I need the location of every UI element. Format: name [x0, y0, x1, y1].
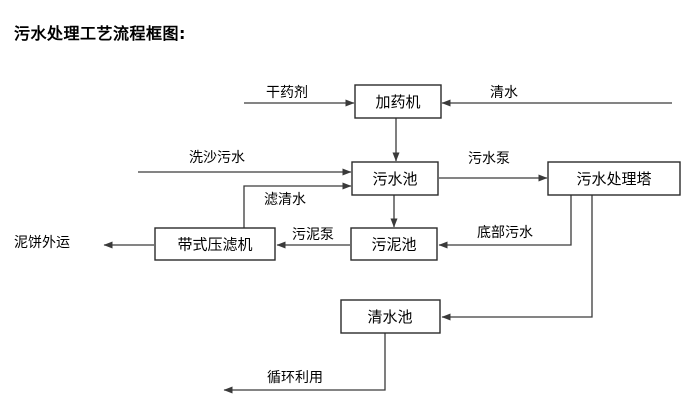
edge-bottom-sewage-to-sludge-pool	[438, 195, 572, 249]
node-belt-filter-press-box	[154, 227, 276, 261]
edge-label-sewage-pump: 污水泵	[468, 151, 510, 167]
page-title: 污水处理工艺流程框图:	[14, 24, 186, 43]
node-dosing-machine[interactable]: 加药机	[354, 84, 442, 119]
edge-treatment-tower-to-clear-water-pool	[441, 195, 593, 321]
edge-label-bottom-sewage: 底部污水	[477, 225, 533, 241]
edge-label-sand-wash-sewage: 洗沙污水	[189, 150, 245, 166]
node-sewage-pool-label: 污水池	[372, 170, 417, 188]
edge-label-dry-agent: 干药剂	[266, 85, 308, 101]
edge-clear-water-pool-to-recycle	[223, 333, 386, 394]
node-sewage-pool[interactable]: 污水池	[351, 161, 439, 196]
node-dosing-machine-box	[354, 84, 442, 119]
node-treatment-tower-label: 污水处理塔	[576, 170, 651, 188]
node-dosing-machine-label: 加药机	[375, 93, 420, 111]
node-clear-water-pool-box	[340, 299, 441, 334]
edge-filtrate-to-sewage-pool	[243, 182, 352, 228]
terminal-label-mud-cake-transport: 泥饼外运	[14, 235, 70, 251]
node-treatment-tower-box	[547, 161, 681, 196]
node-belt-filter-press[interactable]: 带式压滤机	[154, 227, 276, 261]
node-belt-filter-press-label: 带式压滤机	[177, 236, 252, 254]
edge-label-sludge-pump: 污泥泵	[292, 227, 334, 243]
edge-label-clean-water: 清水	[490, 85, 518, 101]
node-sewage-pool-box	[351, 161, 439, 196]
node-treatment-tower[interactable]: 污水处理塔	[547, 161, 681, 196]
node-clear-water-pool-label: 清水池	[367, 308, 412, 326]
edge-label-recycle-use: 循环利用	[267, 370, 323, 386]
node-clear-water-pool[interactable]: 清水池	[340, 299, 441, 334]
node-sludge-pool-label: 污泥池	[371, 236, 416, 254]
edge-label-filtrate-clear-water: 滤清水	[264, 192, 306, 208]
node-sludge-pool-box	[350, 227, 438, 261]
node-sludge-pool[interactable]: 污泥池	[350, 227, 438, 261]
